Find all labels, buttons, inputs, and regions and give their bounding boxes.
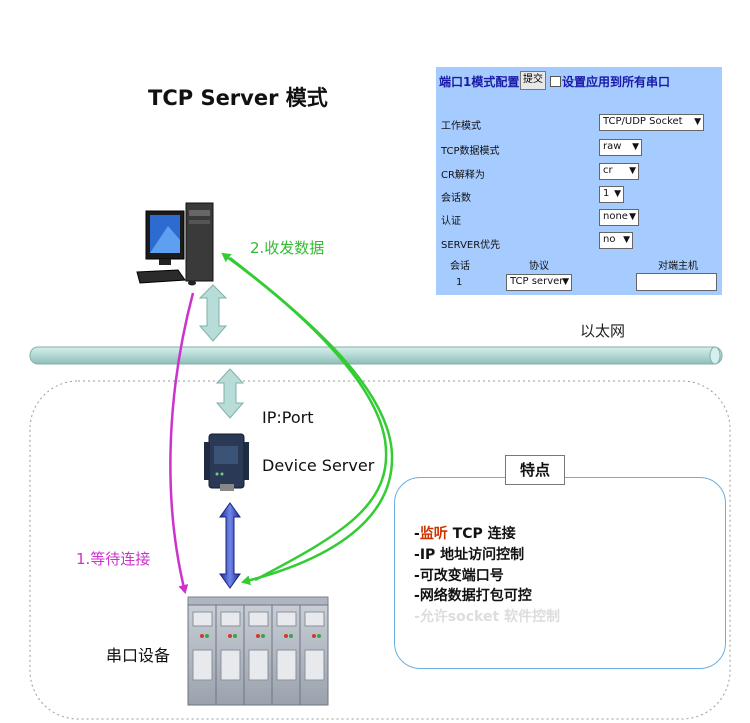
step1-label: 1.等待连接 bbox=[76, 550, 151, 568]
remote-host-column-header: 对端主机 bbox=[658, 261, 698, 272]
auth-select[interactable]: none▼ bbox=[599, 209, 639, 226]
feature-text: IP 地址访问控制 bbox=[419, 547, 525, 563]
feature-item: -网络数据打包可控 bbox=[414, 585, 532, 605]
feature-prefix: - bbox=[414, 526, 420, 542]
chevron-down-icon: ▼ bbox=[623, 235, 630, 245]
feature-item: -监听 TCP 连接 bbox=[414, 523, 516, 543]
feature-prefix: - bbox=[414, 547, 420, 563]
feature-item-faded: -允许socket 软件控制 bbox=[414, 606, 560, 626]
protocol-select[interactable]: TCP server▼ bbox=[506, 274, 572, 291]
step1-arrow bbox=[169, 292, 195, 594]
step2-arrow-down bbox=[229, 257, 394, 586]
feature-text: 可改变端口号 bbox=[419, 568, 504, 584]
feature-text: 允许socket 软件控制 bbox=[419, 609, 561, 625]
switchgear-cabinet-icon bbox=[187, 596, 329, 706]
feature-item: -可改变端口号 bbox=[414, 565, 504, 585]
apply-all-checkbox[interactable] bbox=[550, 76, 561, 87]
features-title: 特点 bbox=[505, 455, 565, 485]
protocol-value: TCP server bbox=[510, 276, 564, 287]
server-priority-select[interactable]: no ▼ bbox=[599, 232, 633, 249]
tcp-data-mode-value: raw bbox=[603, 141, 622, 152]
feature-item: -IP 地址访问控制 bbox=[414, 544, 524, 564]
server-priority-value: no bbox=[603, 234, 616, 245]
config-panel-title: 端口1模式配置 bbox=[439, 75, 520, 89]
work-mode-value: TCP/UDP Socket bbox=[603, 116, 683, 127]
remote-host-input[interactable] bbox=[636, 273, 717, 291]
sessions-select[interactable]: 1▼ bbox=[599, 186, 624, 203]
step2-label: 2.收发数据 bbox=[250, 239, 325, 257]
chevron-down-icon: ▼ bbox=[614, 189, 621, 199]
serial-domain-boundary bbox=[29, 380, 731, 720]
chevron-down-icon: ▼ bbox=[562, 277, 569, 287]
device-server-link-arrow bbox=[215, 368, 245, 419]
chevron-down-icon: ▼ bbox=[632, 142, 639, 152]
feature-prefix: - bbox=[414, 568, 420, 584]
work-mode-label: 工作模式 bbox=[441, 121, 481, 132]
ip-port-label: IP:Port bbox=[262, 408, 314, 427]
feature-prefix: - bbox=[414, 588, 420, 604]
tcp-data-mode-label: TCP数据模式 bbox=[441, 146, 500, 157]
auth-value: none bbox=[603, 211, 628, 222]
chevron-down-icon: ▼ bbox=[694, 117, 701, 127]
cr-label: CR解释为 bbox=[441, 170, 485, 181]
device-server-icon bbox=[204, 433, 249, 491]
serial-device-label: 串口设备 bbox=[106, 646, 171, 665]
feature-text: 网络数据打包可控 bbox=[419, 588, 532, 604]
cr-value: cr bbox=[603, 165, 613, 176]
chevron-down-icon: ▼ bbox=[629, 166, 636, 176]
sessions-value: 1 bbox=[603, 188, 610, 199]
tcp-data-mode-select[interactable]: raw ▼ bbox=[599, 139, 642, 156]
ethernet-bar bbox=[29, 346, 723, 365]
pc-link-arrow bbox=[198, 284, 228, 342]
feature-text: TCP 连接 bbox=[447, 526, 516, 542]
sessions-label: 会话数 bbox=[441, 193, 471, 204]
submit-button[interactable]: 提交 bbox=[520, 71, 546, 90]
work-mode-select[interactable]: TCP/UDP Socket ▼ bbox=[599, 114, 704, 131]
port-config-panel: 端口1模式配置 提交 设置应用到所有串口 工作模式 TCP/UDP Socket… bbox=[436, 67, 722, 295]
chevron-down-icon: ▼ bbox=[629, 212, 636, 222]
diagram-title: TCP Server 模式 bbox=[148, 86, 328, 110]
session-number: 1 bbox=[456, 277, 463, 288]
feature-prefix: - bbox=[414, 609, 420, 625]
cr-select[interactable]: cr ▼ bbox=[599, 163, 639, 180]
protocol-column-header: 协议 bbox=[529, 261, 549, 272]
feature-highlight: 监听 bbox=[419, 526, 448, 542]
serial-link-arrow bbox=[219, 502, 241, 589]
apply-all-label: 设置应用到所有串口 bbox=[562, 75, 671, 89]
session-column-header: 会话 bbox=[450, 261, 470, 272]
server-priority-label: SERVER优先 bbox=[441, 240, 501, 251]
auth-label: 认证 bbox=[441, 216, 461, 227]
device-server-label: Device Server bbox=[262, 456, 375, 475]
computer-icon bbox=[136, 202, 214, 286]
ethernet-label: 以太网 bbox=[580, 322, 626, 340]
